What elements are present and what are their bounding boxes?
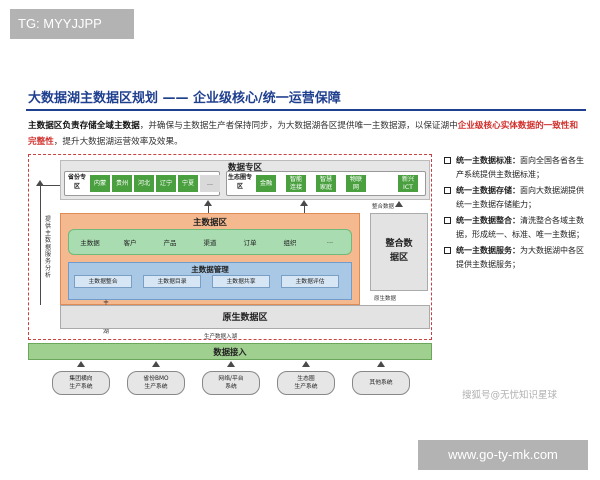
province-chip-3: 辽宁	[156, 175, 176, 192]
data-special-zone-title: 数据专区	[227, 163, 262, 173]
capability-0-body: 面向全国各省各生产系统提供主数据标准；	[456, 156, 584, 179]
eco-chip-0: 金融	[256, 175, 276, 192]
source-2-l1: 网络/平台	[218, 376, 244, 382]
intro-text-3: ，提升大数据湖运营效率及效果。	[53, 137, 183, 147]
integration-zone-title-1: 整合数	[385, 239, 413, 249]
bullet-box-icon	[444, 187, 451, 194]
source-1-text: 省份BMO 生产系统	[143, 375, 168, 391]
entity-5: 组织	[283, 239, 297, 247]
tg-tag: TG: MYYJJPP	[10, 9, 134, 39]
capability-3-body: 为大数据湖中各区提供主数据服务；	[456, 246, 584, 269]
source-2-text: 网络/平台系统	[218, 375, 243, 391]
capability-item-3: 统一主数据服务：为大数据湖中各区提供主数据服务；	[444, 244, 586, 272]
eco-chip-2: 智慧家庭	[316, 175, 336, 192]
source-3-text: 生态圈生产系统	[294, 375, 317, 391]
province-label: 省份专区	[67, 174, 86, 190]
source-arrow-4	[377, 361, 385, 367]
source-other: 其他系统	[352, 371, 410, 395]
mgmt-evaluation: 主数据评估	[281, 275, 339, 288]
intro-bold-1: 主数据区负责存储全域主数据	[28, 121, 140, 131]
entity-6: ...	[326, 237, 334, 245]
source-network-platform: 网络/平台系统	[202, 371, 260, 395]
source-province-bmo: 省份BMO 生产系统	[127, 371, 185, 395]
source-0-l2: 生产系统	[69, 384, 93, 390]
province-chip-2: 河北	[134, 175, 154, 192]
entity-2: 产品	[163, 239, 177, 247]
integration-zone-title-2: 据区	[389, 253, 408, 263]
entity-0: 主数据	[80, 239, 100, 247]
intro-paragraph: 主数据区负责存储全域主数据，并确保与主数据生产者保持同步，为大数据湖各区提供唯一…	[28, 118, 584, 150]
master-to-data-line-2	[304, 206, 305, 213]
capability-0-head: 统一主数据标准：	[456, 156, 520, 165]
source-arrow-0	[77, 361, 85, 367]
province-chip-more: ...	[200, 175, 220, 192]
service-vertical-label: 提供主数据服务分析	[44, 216, 51, 279]
capability-3-head: 统一主数据服务：	[456, 246, 520, 255]
raw-to-lake-label: 生产数据入湖	[204, 334, 238, 340]
master-entities-store	[68, 229, 352, 255]
intro-red: 企业级核心实体	[457, 121, 518, 131]
source-2-l2: 系统	[225, 384, 237, 390]
data-access-title: 数据接入	[213, 347, 247, 357]
source-3-l1: 生态圈	[297, 376, 315, 382]
capability-2-body: 清洗整合各域主数据，形成统一、标准、唯一主数据；	[456, 216, 584, 239]
master-data-zone-title: 主数据区	[192, 218, 227, 228]
master-to-data-arrow-1	[204, 200, 212, 206]
data-access-bar	[28, 343, 432, 360]
title-divider	[26, 109, 586, 111]
capability-2-head: 统一主数据整合：	[456, 216, 520, 225]
master-mgmt-title: 主数据管理	[191, 265, 229, 274]
bullet-box-icon	[444, 157, 451, 164]
mgmt-sharing: 主数据共享	[212, 275, 270, 288]
mgmt-integration: 主数据整合	[74, 275, 132, 288]
source-3-l2: 生产系统	[294, 384, 318, 390]
integration-zone	[370, 213, 428, 291]
source-1-l2: 生产系统	[144, 384, 168, 390]
source-arrow-2	[227, 361, 235, 367]
eco-chip-1: 智能连接	[286, 175, 306, 192]
mgmt-catalog: 主数据目录	[143, 275, 201, 288]
eco-chip-3: 物联网	[346, 175, 366, 192]
province-chip-0: 内蒙	[90, 175, 110, 192]
raw-data-zone	[60, 305, 430, 329]
intro-bold-2: 数据的一致性和完整性	[28, 121, 579, 147]
capability-1-body: 面向大数据湖提供统一主数据存储能力；	[456, 186, 584, 209]
url-watermark: www.go-ty-mk.com	[418, 440, 588, 470]
source-4-l1: 其他系统	[369, 380, 393, 386]
province-chip-1: 贵州	[112, 175, 132, 192]
service-arrow-branch	[40, 185, 60, 186]
sohu-watermark: 搜狐号@无忧知识星球	[462, 390, 558, 401]
source-0-text: 集团横向生产系统	[69, 375, 92, 391]
capability-item-0: 统一主数据标准：面向全国各省各生产系统提供主数据标准；	[444, 154, 586, 182]
master-to-data-arrow-2	[300, 200, 308, 206]
bullet-box-icon	[444, 217, 451, 224]
integration-top-label: 整合数据	[372, 204, 395, 210]
capability-list: 统一主数据标准：面向全国各省各生产系统提供主数据标准； 统一主数据存储：面向大数…	[444, 154, 586, 274]
source-ecosystem: 生态圈生产系统	[277, 371, 335, 395]
intro-text-2: ，并确保与主数据生产者保持同步，为大数据湖各区提供唯一主数据源，以保证湖中	[139, 121, 458, 131]
master-to-data-line-1	[208, 206, 209, 213]
integration-arrow	[395, 201, 403, 207]
entity-3: 渠道	[203, 239, 217, 247]
page-title: 大数据湖主数据区规划 —— 企业级核心/统一运营保障	[28, 91, 341, 106]
service-arrow-line	[40, 185, 41, 305]
integration-bottom-label: 原生数据	[374, 296, 397, 302]
service-arrow-head	[36, 180, 44, 186]
raw-data-zone-title: 原生数据区	[222, 313, 268, 323]
capability-item-1: 统一主数据存储：面向大数据湖提供统一主数据存储能力；	[444, 184, 586, 212]
province-chip-4: 宁夏	[178, 175, 198, 192]
source-1-l1: 省份BMO	[143, 376, 169, 382]
bullet-box-icon	[444, 247, 451, 254]
source-arrow-3	[302, 361, 310, 367]
capability-item-2: 统一主数据整合：清洗整合各域主数据，形成统一、标准、唯一主数据；	[444, 214, 586, 242]
entity-1: 客户	[123, 239, 137, 247]
lake-frame	[28, 154, 432, 340]
source-0-l1: 集团横向	[69, 376, 93, 382]
capability-1-head: 统一主数据存储：	[456, 186, 520, 195]
source-group: 集团横向生产系统	[52, 371, 110, 395]
source-arrow-1	[152, 361, 160, 367]
eco-chip-4: 新兴ICT	[398, 175, 418, 192]
entity-4: 订单	[243, 239, 257, 247]
eco-label: 生态圈专区	[228, 174, 253, 190]
